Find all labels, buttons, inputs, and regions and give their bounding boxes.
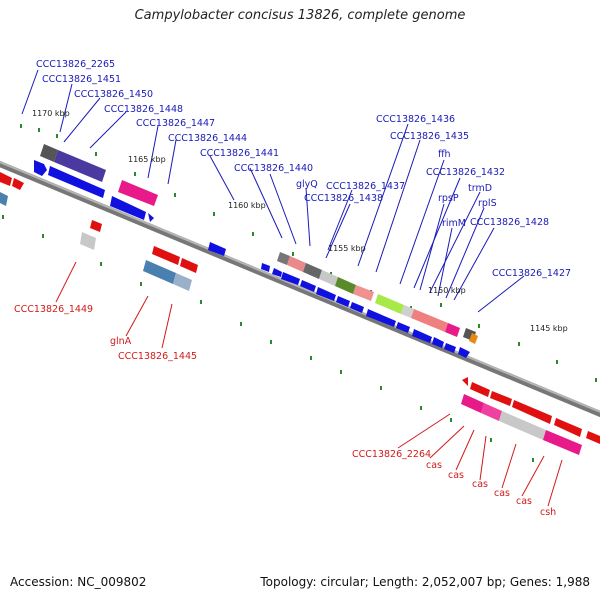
gene-label[interactable]: rpsP: [438, 193, 459, 204]
genome-summary-text: Topology: circular; Length: 2,052,007 bp…: [260, 575, 590, 589]
scale-label-1160: 1160 kbp: [228, 201, 266, 210]
gene-label[interactable]: glyQ: [296, 179, 318, 190]
gene-label[interactable]: CCC13826_2265: [36, 59, 115, 70]
accession-text: Accession: NC_009802: [10, 575, 147, 589]
scale-label-1155: 1155 kbp: [328, 244, 366, 253]
reverse-leaders: [55, 261, 563, 507]
gene-label[interactable]: CCC13826_1436: [376, 114, 455, 125]
gene-label[interactable]: cas: [472, 479, 488, 490]
gene-label[interactable]: cas: [448, 470, 464, 481]
gene-label[interactable]: cas: [426, 460, 442, 471]
gene-label[interactable]: CCC13826_1437: [326, 181, 405, 192]
gene-label[interactable]: glnA: [110, 336, 132, 347]
map-title: Campylobacter concisus 13826, complete g…: [134, 8, 466, 23]
forward-feature-blocks: [40, 144, 478, 344]
gene-label[interactable]: CCC13826_1441: [200, 148, 279, 159]
scale-label-1170: 1170 kbp: [32, 109, 70, 118]
gene-label[interactable]: CCC13826_1448: [104, 104, 183, 115]
gene-label[interactable]: CCC13826_2264: [352, 449, 431, 460]
gene-label[interactable]: CCC13826_1444: [168, 133, 247, 144]
gene-label[interactable]: cas: [516, 496, 532, 507]
gene-label[interactable]: CCC13826_1447: [136, 118, 215, 129]
genome-backbone: [0, 160, 600, 418]
gene-label[interactable]: CCC13826_1445: [118, 351, 197, 362]
scale-label-1165: 1165 kbp: [128, 155, 166, 164]
gene-label[interactable]: CCC13826_1440: [234, 163, 313, 174]
forward-leaders: [21, 69, 525, 313]
gene-label[interactable]: CCC13826_1451: [42, 74, 121, 85]
gene-label[interactable]: CCC13826_1428: [470, 217, 549, 228]
gene-label[interactable]: CCC13826_1450: [74, 89, 153, 100]
gene-label[interactable]: CCC13826_1435: [390, 131, 469, 142]
gene-label[interactable]: csh: [540, 507, 556, 518]
gene-label[interactable]: CCC13826_1449: [14, 304, 93, 315]
gene-label[interactable]: trmD: [468, 183, 492, 194]
scale-label-1145: 1145 kbp: [530, 324, 568, 333]
gene-label[interactable]: rplS: [478, 198, 497, 209]
gene-label[interactable]: CCC13826_1438: [304, 193, 383, 204]
gene-label[interactable]: rimM: [442, 218, 466, 229]
gene-label[interactable]: CCC13826_1427: [492, 268, 571, 279]
reverse-genes: [0, 172, 600, 444]
gene-label[interactable]: ffh: [438, 149, 451, 160]
reverse-feature-blocks: [0, 192, 582, 455]
scale-label-1150: 1150 kbp: [428, 286, 466, 295]
gene-label[interactable]: CCC13826_1432: [426, 167, 505, 178]
gene-label[interactable]: cas: [494, 488, 510, 499]
forward-genes: [34, 160, 470, 358]
